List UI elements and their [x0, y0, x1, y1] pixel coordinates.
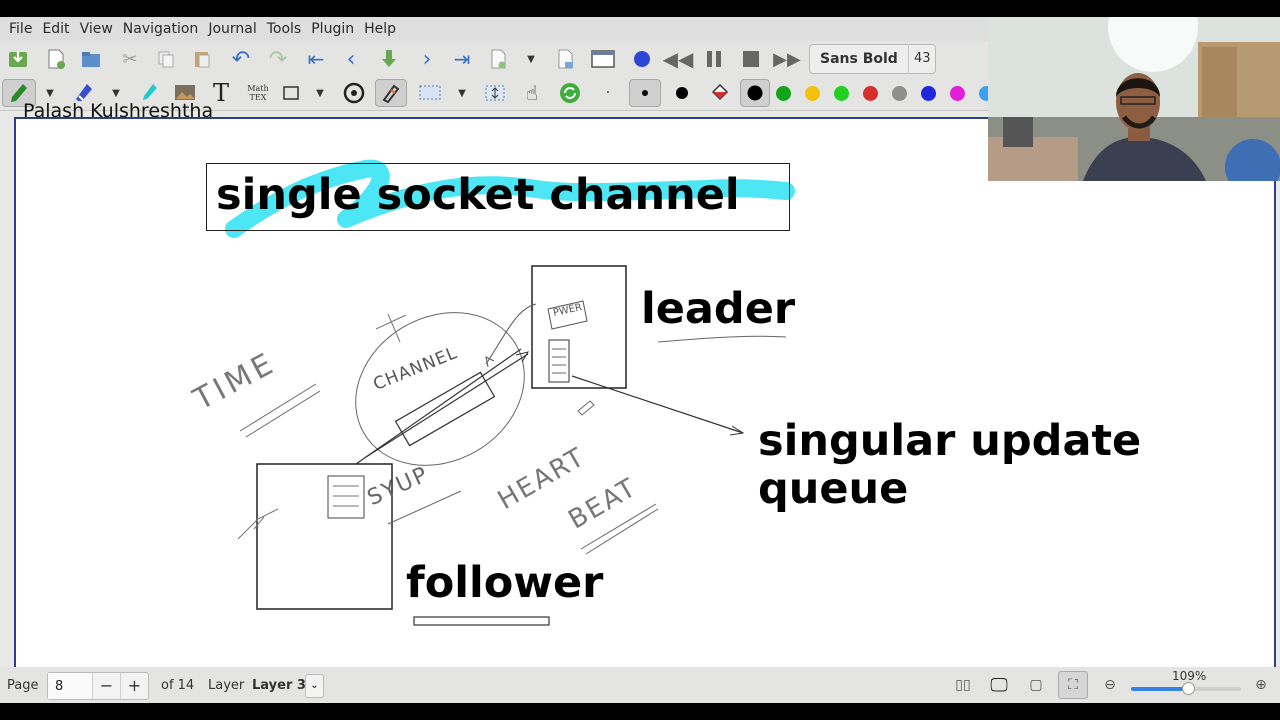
snap-grid-icon[interactable] [375, 79, 407, 107]
title-box [206, 163, 790, 231]
shape-dropdown-chevron-icon[interactable]: ▼ [316, 87, 324, 99]
chevron-down-icon[interactable]: ⌄ [305, 674, 324, 698]
slide-title: single socket channel [216, 170, 740, 220]
undo-icon[interactable]: ↶ [231, 46, 251, 72]
delete-page-icon[interactable] [551, 45, 579, 73]
zoom-level: 109% [1172, 669, 1207, 683]
eraser-dropdown-chevron-icon[interactable]: ▼ [112, 87, 120, 99]
layer-selector[interactable]: Layer 3 ⌄ [250, 672, 324, 700]
leader-label: leader [641, 284, 796, 334]
snap-rotation-icon[interactable] [340, 79, 368, 107]
page-label: Page [7, 677, 39, 693]
hand-icon[interactable]: ☝ [525, 81, 539, 105]
font-size: 43 [908, 44, 931, 74]
image-icon[interactable] [171, 79, 199, 107]
paste-icon[interactable] [188, 45, 216, 73]
first-page-icon[interactable]: ⇤ [307, 47, 325, 71]
page-minus-button[interactable]: − [92, 673, 120, 699]
prev-page-icon[interactable]: ‹ [346, 46, 356, 72]
menu-help[interactable]: Help [364, 21, 397, 37]
new-page-after-icon[interactable] [485, 45, 513, 73]
sketch-layer [225, 159, 795, 626]
pen-dropdown-chevron-icon[interactable]: ▼ [46, 87, 54, 99]
cut-icon[interactable]: ✂ [122, 48, 138, 70]
menu-navigation[interactable]: Navigation [122, 21, 199, 37]
page-fit-icon[interactable]: ▢ [1029, 677, 1043, 693]
menu-plugin[interactable]: Plugin [311, 21, 355, 37]
last-page-icon[interactable]: ⇥ [453, 47, 471, 71]
page-number-input[interactable] [48, 673, 92, 699]
xournal-window: File Edit View Navigation Journal Tools … [0, 17, 1280, 703]
zoom-in-icon[interactable]: ⊕ [1255, 677, 1267, 693]
single-page-view-icon[interactable]: ▯▯ [955, 677, 971, 693]
color-magenta[interactable] [950, 86, 965, 101]
select-rect-icon[interactable] [416, 79, 444, 107]
presentation-mode-icon[interactable]: 🖵 [990, 674, 1008, 696]
new-page-icon[interactable] [42, 45, 70, 73]
status-bar: Page − + of 14 Layer Layer 3 ⌄ ▯▯ 🖵 ▢ ⛶ … [0, 667, 1280, 703]
color-gray[interactable] [892, 86, 907, 101]
author-name: Palash Kulshreshtha [23, 100, 214, 122]
menu-view[interactable]: View [79, 21, 113, 37]
math-tex-icon[interactable]: Math TEX [247, 84, 269, 102]
queue-label: singular update queue [758, 416, 1142, 515]
color-green-light[interactable] [834, 86, 849, 101]
pause-icon[interactable] [700, 45, 728, 73]
font-name: Sans Bold [820, 51, 898, 67]
rewind-icon[interactable]: ◀◀ [662, 47, 694, 71]
layer-label: Layer [208, 677, 245, 693]
stop-icon[interactable] [737, 45, 765, 73]
fast-forward-icon[interactable]: ▶▶ [773, 48, 801, 70]
refresh-icon[interactable] [556, 79, 584, 107]
page-count: of 14 [161, 677, 195, 693]
highlighter-icon[interactable] [135, 79, 163, 107]
dot-size-large-icon[interactable] [668, 79, 696, 107]
layer-value: Layer 3 [252, 678, 306, 693]
open-icon[interactable] [77, 45, 105, 73]
zoom-out-icon[interactable]: ⊖ [1104, 677, 1116, 693]
dot-size-small-icon[interactable]: · [605, 85, 611, 101]
copy-icon[interactable] [152, 45, 180, 73]
save-icon[interactable] [4, 45, 32, 73]
dot-size-medium-icon[interactable] [629, 79, 661, 107]
select-dropdown-chevron-icon[interactable]: ▼ [458, 87, 466, 99]
goto-page-icon[interactable] [375, 45, 403, 73]
font-selector[interactable]: Sans Bold 43 [809, 44, 936, 74]
color-black-selected[interactable] [740, 79, 770, 107]
zoom-slider-fill [1131, 687, 1189, 691]
follower-label: follower [406, 558, 604, 608]
chevron-down-icon[interactable]: ▼ [527, 53, 535, 65]
pen-icon[interactable] [2, 79, 36, 107]
fullscreen-icon[interactable] [589, 45, 617, 73]
zoom-slider[interactable] [1131, 682, 1241, 695]
page-stepper: − + [47, 672, 149, 700]
color-blue[interactable] [921, 86, 936, 101]
menu-edit[interactable]: Edit [42, 21, 70, 37]
vertical-space-icon[interactable] [481, 79, 509, 107]
text-icon[interactable]: T [212, 79, 229, 107]
page-plus-button[interactable]: + [120, 673, 148, 699]
next-page-icon[interactable]: › [422, 46, 432, 72]
redo-icon[interactable]: ↷ [268, 46, 288, 72]
color-red[interactable] [863, 86, 878, 101]
zoom-slider-knob[interactable] [1182, 682, 1196, 695]
menu-file[interactable]: File [9, 21, 33, 37]
record-icon[interactable] [628, 45, 656, 73]
eraser-icon[interactable] [70, 79, 98, 107]
shape-icon[interactable] [277, 79, 305, 107]
zoom-fit-icon[interactable]: ⛶ [1058, 671, 1088, 699]
webcam-overlay [988, 17, 1280, 181]
drawing-canvas[interactable]: TIME CHANNEL SYUP HEART BEAT PWER single… [14, 117, 1276, 669]
color-yellow[interactable] [805, 86, 820, 101]
color-green-dark[interactable] [776, 86, 791, 101]
menu-journal[interactable]: Journal [208, 21, 257, 37]
menu-tools[interactable]: Tools [266, 21, 302, 37]
fill-bucket-icon[interactable] [705, 79, 733, 107]
